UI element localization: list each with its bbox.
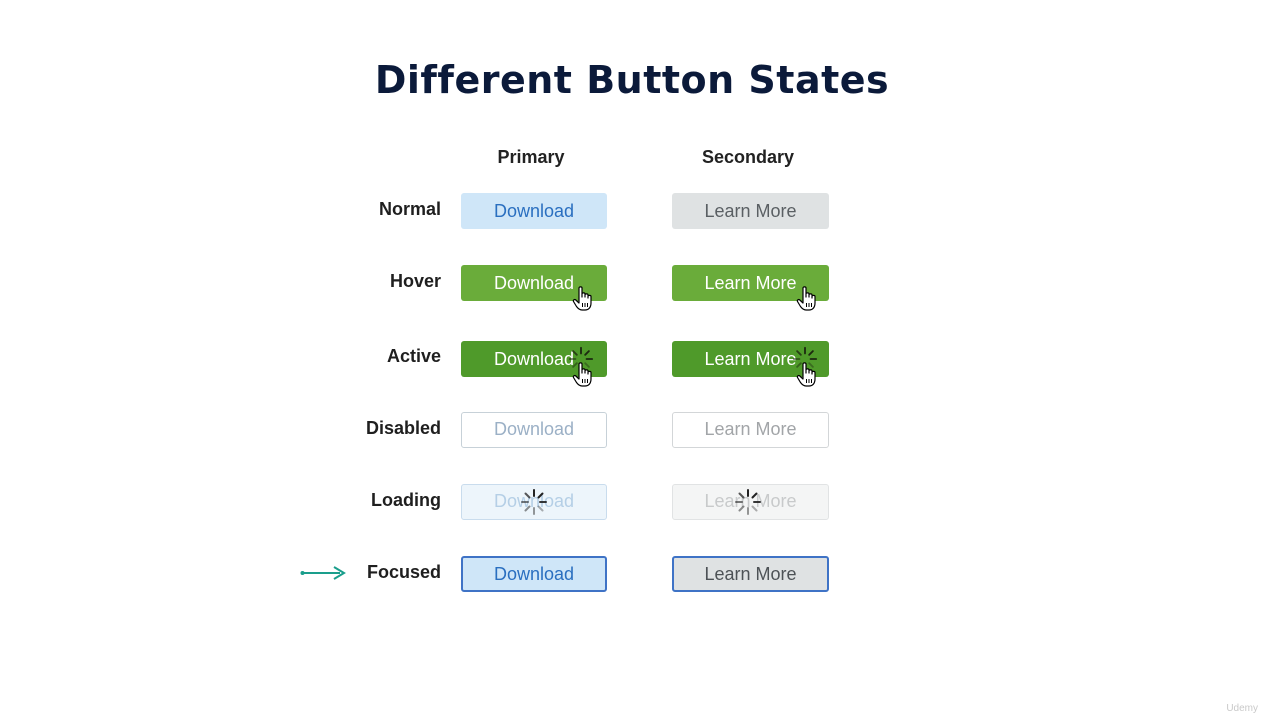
row-label-active: Active [386, 346, 441, 366]
download-button-label: Download [493, 201, 575, 221]
learn-more-button-label: Learn More [704, 201, 797, 221]
learn-more-button-focused[interactable]: Learn More [672, 556, 829, 592]
download-button-normal[interactable]: Download [461, 193, 607, 229]
row-label-normal: Normal [378, 199, 441, 219]
learn-more-button-disabled: Learn More [672, 412, 829, 448]
arrow-right-icon [300, 566, 346, 580]
download-button-loading: Download [461, 484, 607, 520]
udemy-watermark: Udemy [1226, 703, 1258, 714]
learn-more-button-label: Learn More [704, 273, 797, 293]
learn-more-button-label: Learn More [704, 349, 797, 369]
learn-more-button-loading: Learn More [672, 484, 829, 520]
download-button-label: Download [493, 419, 575, 439]
column-header-secondary: Secondary [701, 147, 795, 167]
loading-spinner-icon [735, 489, 761, 515]
learn-more-button-label: Learn More [704, 564, 797, 584]
download-button-label: Download [493, 349, 575, 369]
download-button-label: Download [493, 273, 575, 293]
loading-spinner-icon [521, 489, 547, 515]
row-label-hover: Hover [389, 271, 441, 291]
column-header-primary: Primary [497, 147, 565, 167]
download-button-label: Download [493, 564, 575, 584]
download-button-disabled: Download [461, 412, 607, 448]
learn-more-button-label: Learn More [704, 419, 797, 439]
hand-pointer-icon [572, 286, 592, 311]
hand-pointer-icon [796, 286, 816, 311]
learn-more-button-label: Learn More [704, 491, 797, 511]
hand-pointer-icon [572, 362, 592, 387]
download-button-focused[interactable]: Download [461, 556, 607, 592]
row-label-loading: Loading [371, 490, 441, 510]
row-label-disabled: Disabled [365, 418, 441, 438]
learn-more-button-normal[interactable]: Learn More [672, 193, 829, 229]
row-label-focused: Focused [366, 562, 441, 582]
hand-pointer-icon [796, 362, 816, 387]
download-button-label: Download [493, 491, 575, 511]
page-title: Different Button States [374, 58, 890, 102]
